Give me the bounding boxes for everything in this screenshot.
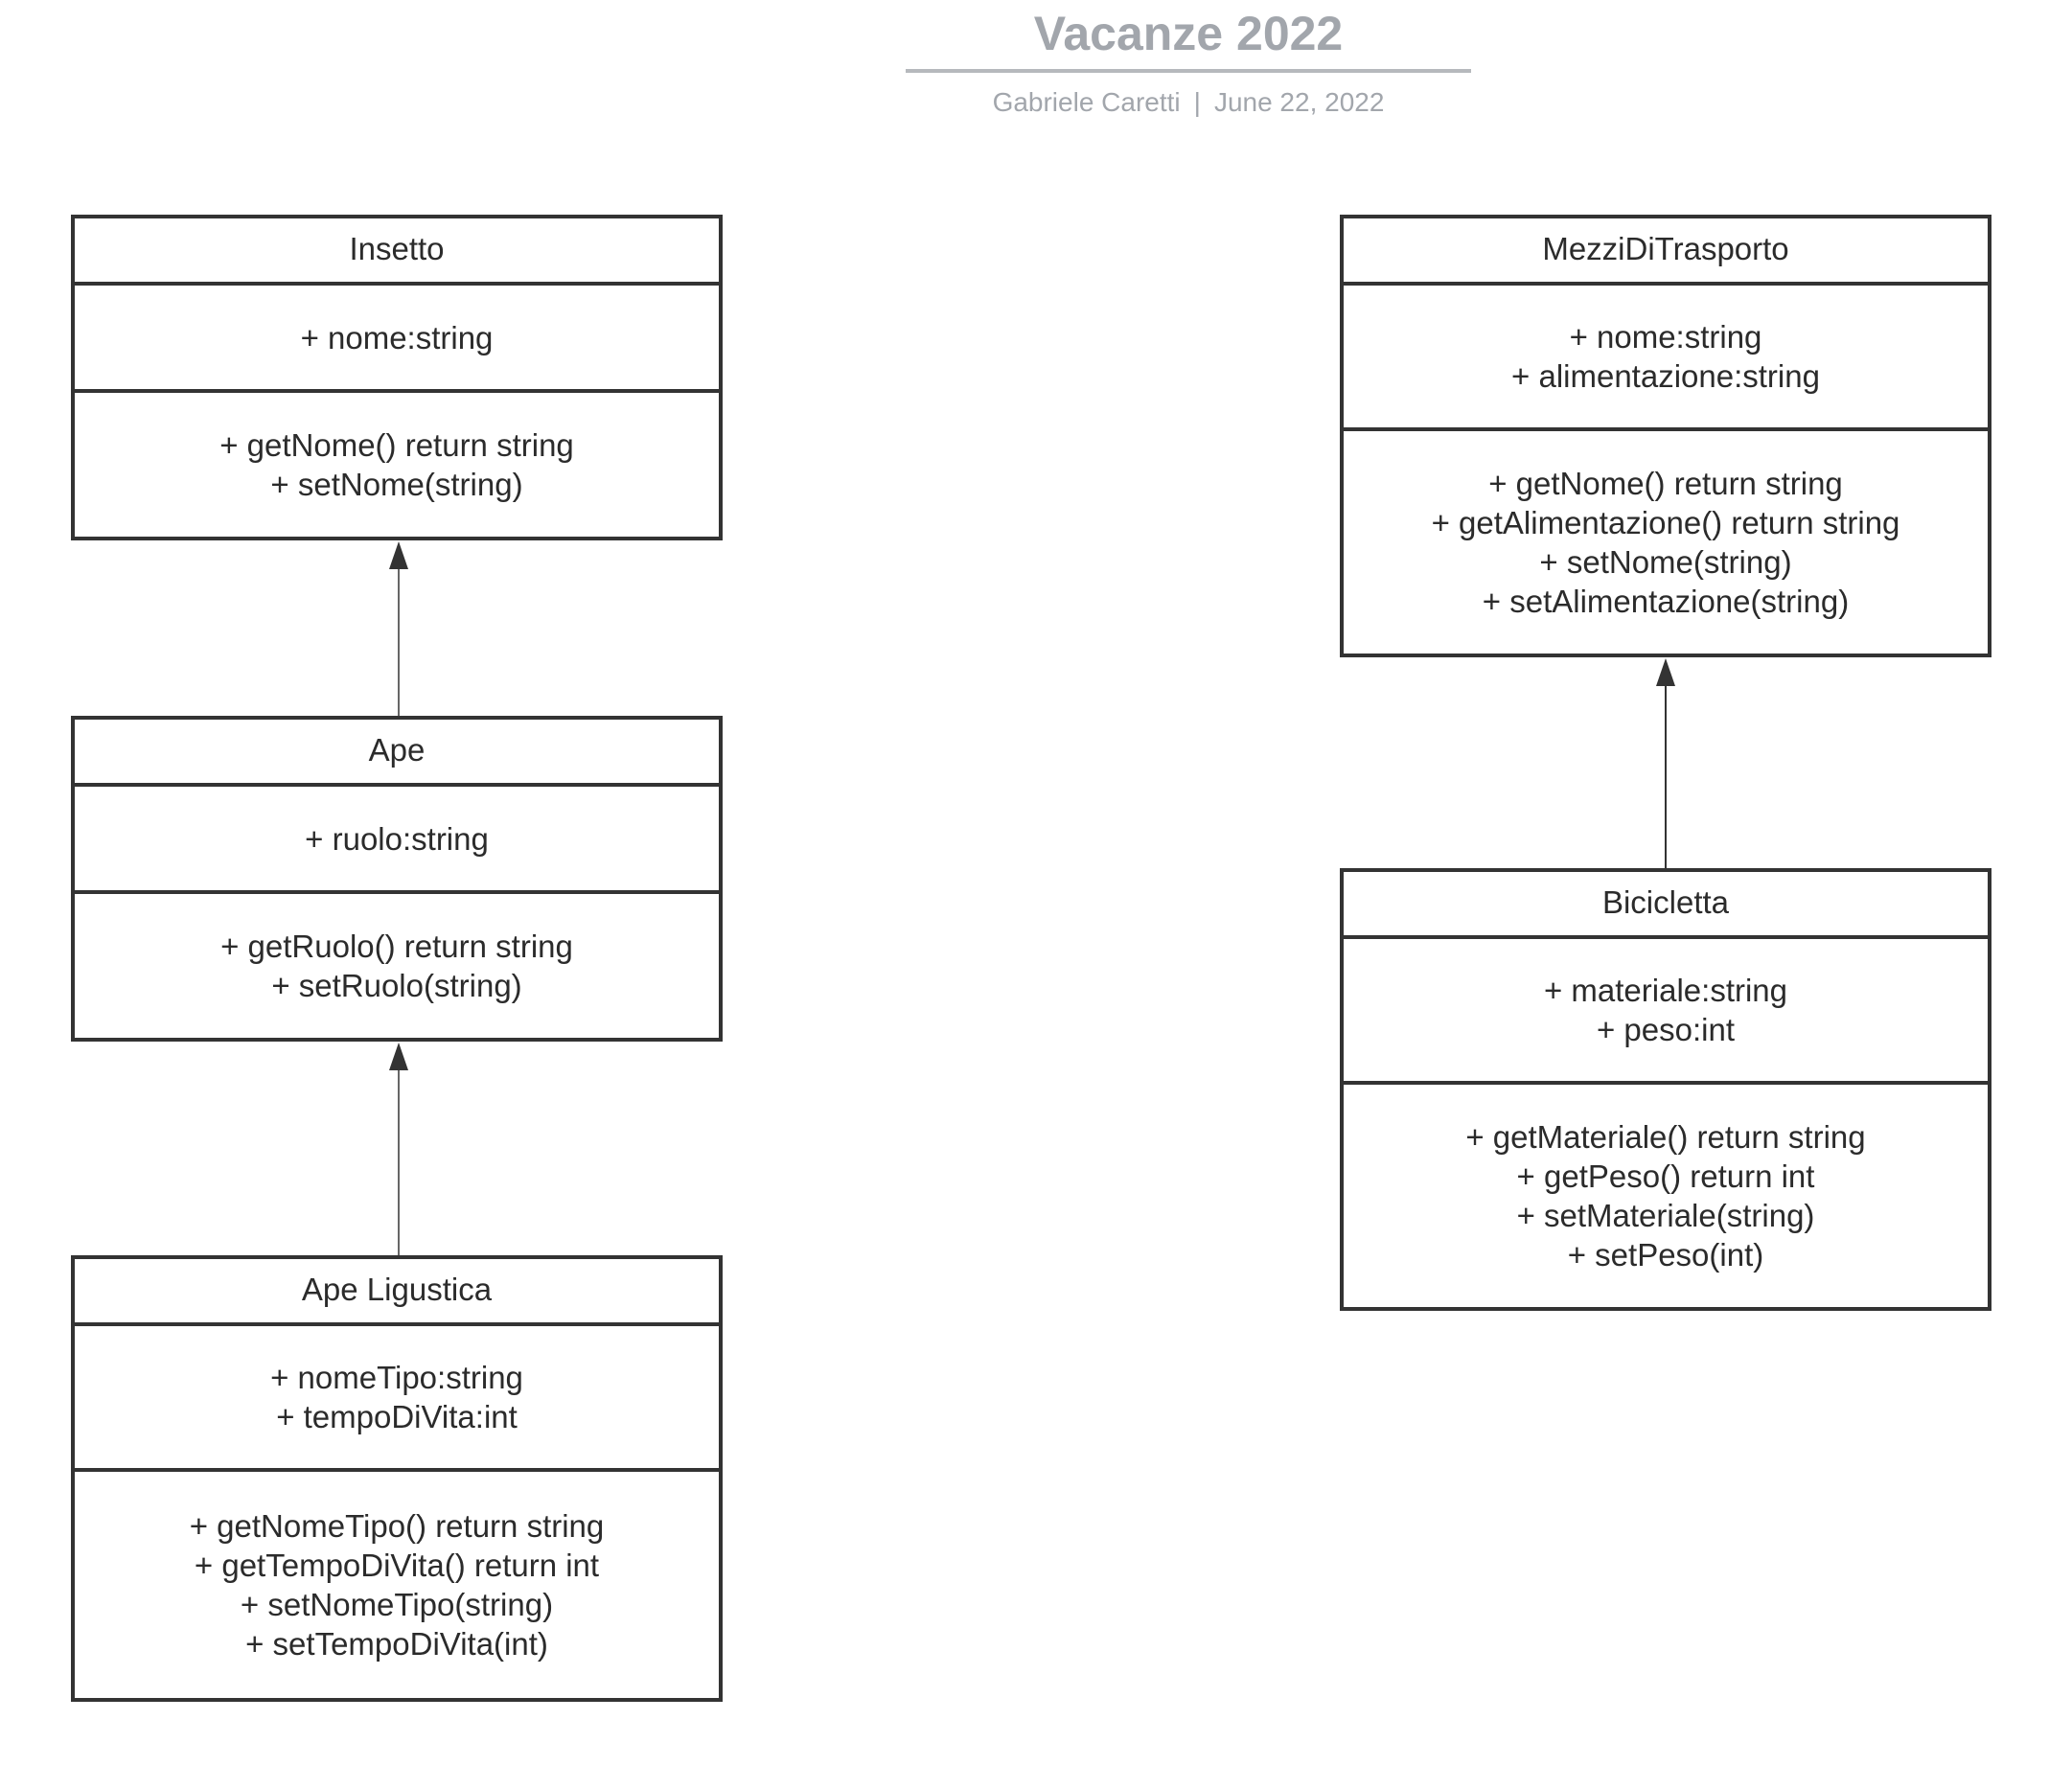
subtitle-separator: | [1193, 87, 1201, 117]
class-name: Ape Ligustica [75, 1259, 719, 1326]
method: + setNome(string) [270, 467, 523, 502]
attribute: + peso:int [1596, 1012, 1736, 1047]
method: + getMateriale() return string [1465, 1119, 1866, 1155]
author-name: Gabriele Caretti [992, 87, 1181, 117]
class-mezzi-di-trasporto[interactable]: MezziDiTrasporto + nome:string + aliment… [1340, 215, 1991, 657]
class-name: MezziDiTrasporto [1344, 218, 1988, 286]
attribute: + ruolo:string [305, 820, 489, 857]
arrow-ape-ligustica-to-ape[interactable] [389, 1043, 408, 1255]
method: + setRuolo(string) [271, 968, 522, 1003]
arrow-bicicletta-to-mezzi-head [1656, 658, 1675, 686]
method: + getNome() return string [1488, 466, 1843, 501]
arrow-bicicletta-to-mezzi[interactable] [1656, 658, 1675, 868]
method: + setNome(string) [1539, 544, 1792, 580]
attributes-compartment: + ruolo:string [75, 787, 719, 894]
attribute: + nome:string [1569, 319, 1762, 355]
method: + getRuolo() return string [220, 929, 573, 964]
attributes-compartment: + nomeTipo:string + tempoDiVita:int [75, 1326, 719, 1472]
arrow-ape-ligustica-to-ape-head [389, 1043, 408, 1070]
attribute: + nome:string [300, 319, 494, 355]
method: + getAlimentazione() return string [1431, 505, 1900, 540]
method: + getNomeTipo() return string [189, 1508, 605, 1544]
title-underline [906, 69, 1471, 73]
attribute: + tempoDiVita:int [276, 1399, 518, 1434]
diagram-subtitle: Gabriele Caretti | June 22, 2022 [906, 86, 1471, 119]
arrow-ape-to-insetto[interactable] [389, 541, 408, 716]
attributes-compartment: + materiale:string + peso:int [1344, 939, 1988, 1085]
methods-compartment: + getNome() return string + setNome(stri… [75, 393, 719, 537]
attribute: + alimentazione:string [1511, 358, 1820, 394]
class-name: Insetto [75, 218, 719, 286]
method: + setNomeTipo(string) [240, 1587, 554, 1622]
attribute: + materiale:string [1543, 973, 1788, 1008]
diagram-title: Vacanze 2022 [1033, 7, 1344, 60]
class-insetto[interactable]: Insetto + nome:string + getNome() return… [71, 215, 723, 540]
class-name: Ape [75, 720, 719, 787]
method: + getNome() return string [219, 427, 574, 463]
methods-compartment: + getMateriale() return string + getPeso… [1344, 1085, 1988, 1307]
methods-compartment: + getRuolo() return string + setRuolo(st… [75, 894, 719, 1038]
attributes-compartment: + nome:string [75, 286, 719, 393]
method: + getPeso() return int [1516, 1158, 1815, 1194]
attribute: + nomeTipo:string [270, 1360, 523, 1395]
diagram-date: June 22, 2022 [1213, 87, 1385, 117]
attributes-compartment: + nome:string + alimentazione:string [1344, 286, 1988, 431]
method: + setTempoDiVita(int) [245, 1626, 548, 1662]
method: + setAlimentazione(string) [1482, 584, 1850, 619]
methods-compartment: + getNomeTipo() return string + getTempo… [75, 1472, 719, 1698]
arrow-ape-to-insetto-head [389, 541, 408, 569]
method: + getTempoDiVita() return int [194, 1548, 600, 1583]
method: + setPeso(int) [1567, 1237, 1764, 1273]
diagram-header: Vacanze 2022 Gabriele Caretti | June 22, 2… [906, 0, 1471, 119]
class-ape-ligustica[interactable]: Ape Ligustica + nomeTipo:string + tempoD… [71, 1255, 723, 1702]
methods-compartment: + getNome() return string + getAlimentaz… [1344, 431, 1988, 654]
class-name: Bicicletta [1344, 872, 1988, 939]
class-ape[interactable]: Ape + ruolo:string + getRuolo() return s… [71, 716, 723, 1042]
class-bicicletta[interactable]: Bicicletta + materiale:string + peso:int… [1340, 868, 1991, 1311]
method: + setMateriale(string) [1516, 1198, 1815, 1233]
